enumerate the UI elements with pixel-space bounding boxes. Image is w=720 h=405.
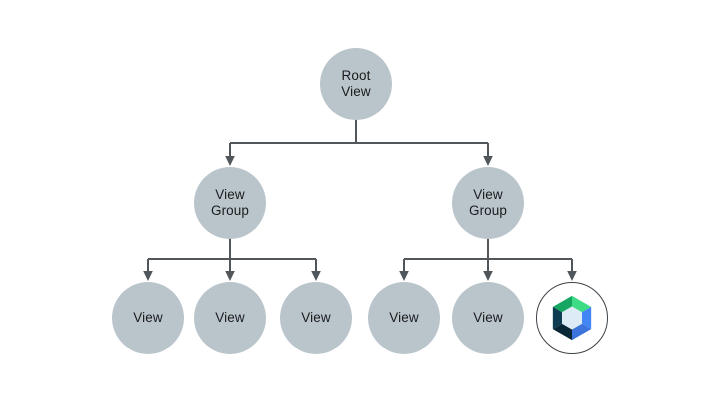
node-label: View: [301, 310, 331, 325]
node-label: View: [215, 310, 245, 325]
node-label: View: [389, 310, 419, 325]
node-label: View: [473, 310, 503, 325]
node-label: Root View: [341, 68, 371, 99]
node-view-group-right: View Group: [452, 167, 524, 239]
node-view-4: View: [368, 282, 440, 354]
jetpack-compose-icon: [552, 295, 592, 341]
node-label: View: [133, 310, 163, 325]
node-label: View Group: [210, 187, 250, 218]
node-root-view: Root View: [320, 48, 392, 120]
node-label: View Group: [468, 187, 508, 218]
connector-paths: [147, 119, 573, 272]
node-view-1: View: [112, 282, 184, 354]
arrowheads: [143, 156, 577, 281]
node-jetpack-compose: [536, 282, 608, 354]
node-view-group-left: View Group: [194, 167, 266, 239]
node-view-2: View: [194, 282, 266, 354]
node-view-3: View: [280, 282, 352, 354]
node-view-5: View: [452, 282, 524, 354]
